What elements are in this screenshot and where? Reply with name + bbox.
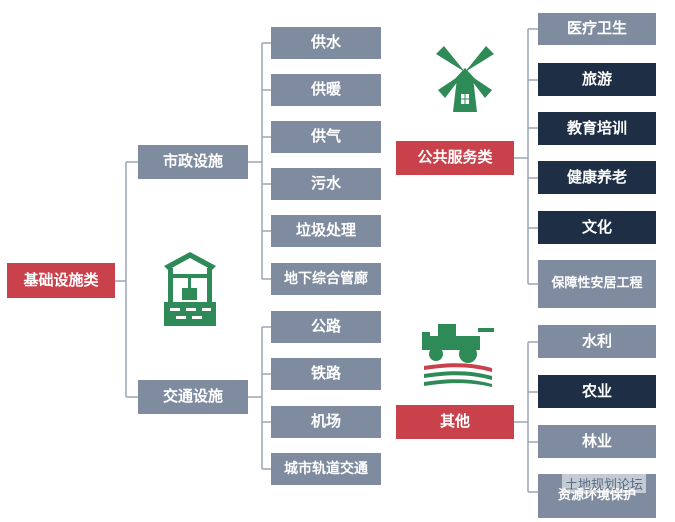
municipal-item: 地下综合管廊 <box>271 263 381 295</box>
other-item: 林业 <box>538 425 656 458</box>
municipal-item: 供气 <box>271 121 381 153</box>
public-service-item: 医疗卫生 <box>538 13 656 45</box>
municipal-item: 污水 <box>271 168 381 200</box>
other-node: 其他 <box>396 405 514 439</box>
windmill-icon <box>436 46 494 112</box>
transport-item: 城市轨道交通 <box>271 453 381 485</box>
municipal-item: 垃圾处理 <box>271 215 381 247</box>
transport-node: 交通设施 <box>138 380 248 414</box>
municipal-item: 供水 <box>271 27 381 59</box>
well-icon <box>164 252 216 326</box>
transport-item: 公路 <box>271 311 381 343</box>
public-service-item: 健康养老 <box>538 161 656 194</box>
public-service-node: 公共服务类 <box>396 141 514 175</box>
public-service-item: 文化 <box>538 211 656 244</box>
harvester-icon <box>422 324 494 387</box>
other-item: 水利 <box>538 325 656 358</box>
watermark: 土地规划论坛 <box>562 474 647 493</box>
public-service-item: 教育培训 <box>538 112 656 145</box>
transport-item: 铁路 <box>271 358 381 390</box>
municipal-node: 市政设施 <box>138 145 248 179</box>
municipal-item: 供暖 <box>271 74 381 106</box>
transport-item: 机场 <box>271 406 381 438</box>
other-item: 农业 <box>538 375 656 408</box>
public-service-item: 保障性安居工程 <box>538 260 656 308</box>
root-node: 基础设施类 <box>7 263 115 298</box>
public-service-item: 旅游 <box>538 63 656 96</box>
